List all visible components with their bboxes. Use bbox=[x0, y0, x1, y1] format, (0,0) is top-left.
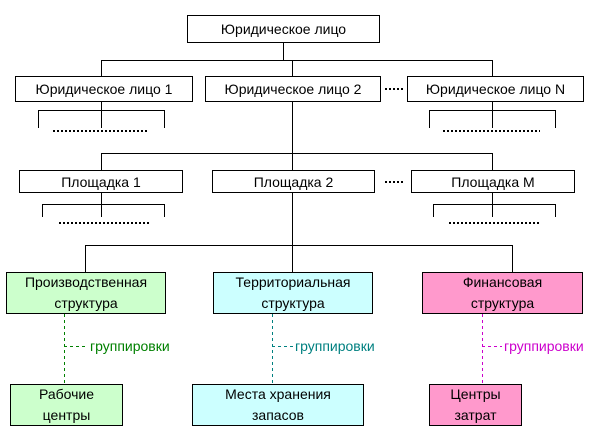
root-entity-label: Юридическое лицо bbox=[220, 21, 347, 37]
legal-entity-2-label: Юридическое лицо 2 bbox=[224, 81, 362, 97]
site-1-label: Площадка 1 bbox=[61, 173, 141, 190]
territorial-structure-line1: Территориальная bbox=[235, 274, 351, 290]
site-2-label: Площадка 2 bbox=[253, 173, 334, 190]
financial-structure-line1: Финансовая bbox=[462, 274, 543, 290]
cost-centers-box: Центры затрат bbox=[429, 384, 522, 426]
production-structure-line1: Производственная bbox=[24, 274, 148, 290]
work-centers-box: Рабочие центры bbox=[10, 384, 123, 426]
site-1-box: Площадка 1 bbox=[19, 170, 183, 193]
site-2-box: Площадка 2 bbox=[212, 170, 375, 193]
territorial-structure-line2: структура bbox=[261, 295, 325, 311]
site-m-box: Площадка M bbox=[411, 170, 575, 193]
financial-structure-box: Финансовая структура bbox=[422, 272, 583, 314]
legal-entity-1-box: Юридическое лицо 1 bbox=[15, 76, 193, 102]
legal-entity-2-box: Юридическое лицо 2 bbox=[205, 76, 381, 102]
production-structure-line2: структура bbox=[54, 295, 118, 311]
site-m-label: Площадка M bbox=[451, 173, 535, 190]
legal-entity-n-label: Юридическое лицо N bbox=[425, 81, 566, 97]
grouping-label-financial: группировки bbox=[503, 338, 585, 354]
grouping-label-production: группировки bbox=[89, 338, 171, 354]
work-centers-line2: центры bbox=[42, 407, 91, 423]
legal-entity-1-label: Юридическое лицо 1 bbox=[35, 81, 173, 97]
storage-locations-box: Места хранения запасов bbox=[192, 384, 364, 426]
territorial-structure-box: Территориальная структура bbox=[213, 272, 373, 314]
financial-structure-line2: структура bbox=[470, 295, 535, 311]
cost-centers-line1: Центры bbox=[450, 386, 501, 402]
work-centers-line1: Рабочие bbox=[38, 386, 95, 402]
legal-entity-n-box: Юридическое лицо N bbox=[407, 76, 584, 102]
storage-locations-line2: запасов bbox=[252, 407, 304, 423]
grouping-label-territorial: группировки bbox=[294, 338, 376, 354]
production-structure-box: Производственная структура bbox=[6, 272, 166, 314]
storage-locations-line1: Места хранения bbox=[225, 386, 331, 402]
root-entity-box: Юридическое лицо bbox=[187, 15, 380, 43]
cost-centers-line2: затрат bbox=[454, 407, 497, 423]
